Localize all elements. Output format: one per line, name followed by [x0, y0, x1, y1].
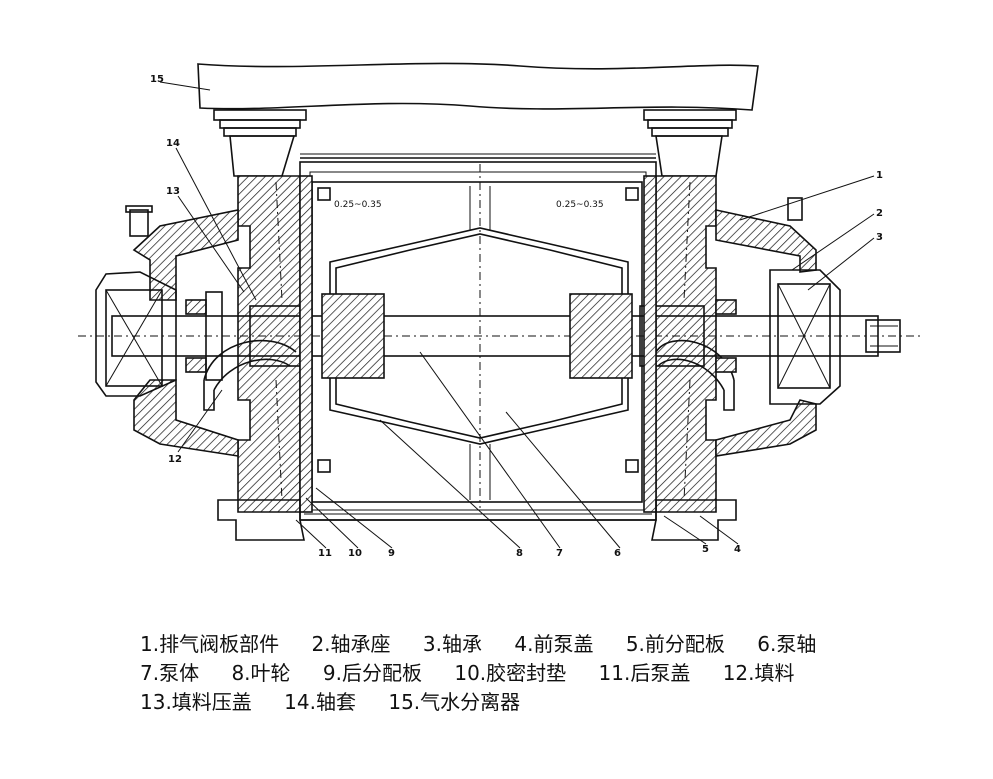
left-bearing — [105, 289, 163, 387]
callout-11: 11 — [318, 548, 332, 559]
impeller-lower — [329, 378, 629, 445]
callout-8: 8 — [516, 548, 523, 559]
legend-item: 10.胶密封垫 — [454, 661, 567, 685]
impeller-upper — [329, 227, 629, 294]
packing-right — [715, 299, 737, 315]
legend-item: 12.填料 — [722, 661, 795, 685]
pump-cross-section-drawing: 0.25~0.35 0.25~0.35 15 14 13 12 1 2 3 4 … — [78, 62, 920, 559]
callout-9: 9 — [388, 548, 395, 559]
gas-water-separator — [197, 62, 759, 111]
impeller-left-hub — [321, 293, 385, 379]
legend-row: 13.填料压盖 14.轴套 15.气水分离器 — [140, 688, 940, 717]
legend-row: 7.泵体 8.叶轮 9.后分配板 10.胶密封垫 11.后泵盖 12.填料 — [140, 659, 940, 688]
legend-item: 1.排气阀板部件 — [140, 632, 280, 656]
legend-item: 14.轴套 — [284, 690, 356, 714]
left-bearing-cap — [95, 271, 177, 397]
separator-left-support — [213, 109, 307, 177]
legend-item: 9.后分配板 — [322, 661, 422, 685]
left-foot — [217, 499, 305, 541]
legend-item: 3.轴承 — [422, 632, 482, 656]
legend-item: 11.后泵盖 — [598, 661, 691, 685]
callout-2: 2 — [876, 208, 883, 219]
packing-gland-left — [205, 291, 223, 381]
left-clearance-dimension: 0.25~0.35 — [334, 200, 382, 210]
impeller-right-hub — [569, 293, 633, 379]
legend-item: 5.前分配板 — [625, 632, 725, 656]
packing-left — [185, 299, 207, 315]
callout-14: 14 — [166, 138, 180, 149]
callout-4: 4 — [734, 544, 741, 555]
separator-right-support — [643, 109, 737, 177]
right-shaft-sleeve — [639, 305, 705, 367]
right-bearing-housing — [715, 209, 817, 273]
callout-5: 5 — [702, 544, 709, 555]
callout-3: 3 — [876, 232, 883, 243]
callout-10: 10 — [348, 548, 362, 559]
right-clearance-dimension: 0.25~0.35 — [556, 200, 604, 210]
leader-lines — [159, 81, 875, 549]
parts-legend: 1.排气阀板部件 2.轴承座 3.轴承 4.前泵盖 5.前分配板 6.泵轴 7.… — [140, 630, 940, 717]
legend-item: 7.泵体 — [140, 661, 200, 685]
legend-item: 15.气水分离器 — [388, 690, 521, 714]
rear-distribution-plate — [299, 175, 313, 513]
legend-row: 1.排气阀板部件 2.轴承座 3.轴承 4.前泵盖 5.前分配板 6.泵轴 — [140, 630, 940, 659]
right-foot — [651, 499, 737, 541]
legend-item: 2.轴承座 — [311, 632, 391, 656]
callout-12: 12 — [168, 454, 182, 465]
left-gas-channel — [203, 339, 297, 381]
left-fitting — [129, 209, 149, 237]
callout-15: 15 — [150, 74, 164, 85]
rear-pump-cover — [237, 175, 301, 513]
callout-6: 6 — [614, 548, 621, 559]
callout-1: 1 — [876, 170, 883, 181]
right-bearing-seat — [769, 269, 841, 405]
front-distribution-plate — [643, 175, 657, 513]
callout-7: 7 — [556, 548, 563, 559]
left-bearing-housing — [132, 209, 239, 301]
callout-13: 13 — [166, 186, 180, 197]
right-fitting — [787, 197, 803, 221]
legend-item: 6.泵轴 — [757, 632, 817, 656]
legend-item: 4.前泵盖 — [514, 632, 594, 656]
legend-item: 8.叶轮 — [231, 661, 291, 685]
legend-item: 13.填料压盖 — [140, 690, 252, 714]
